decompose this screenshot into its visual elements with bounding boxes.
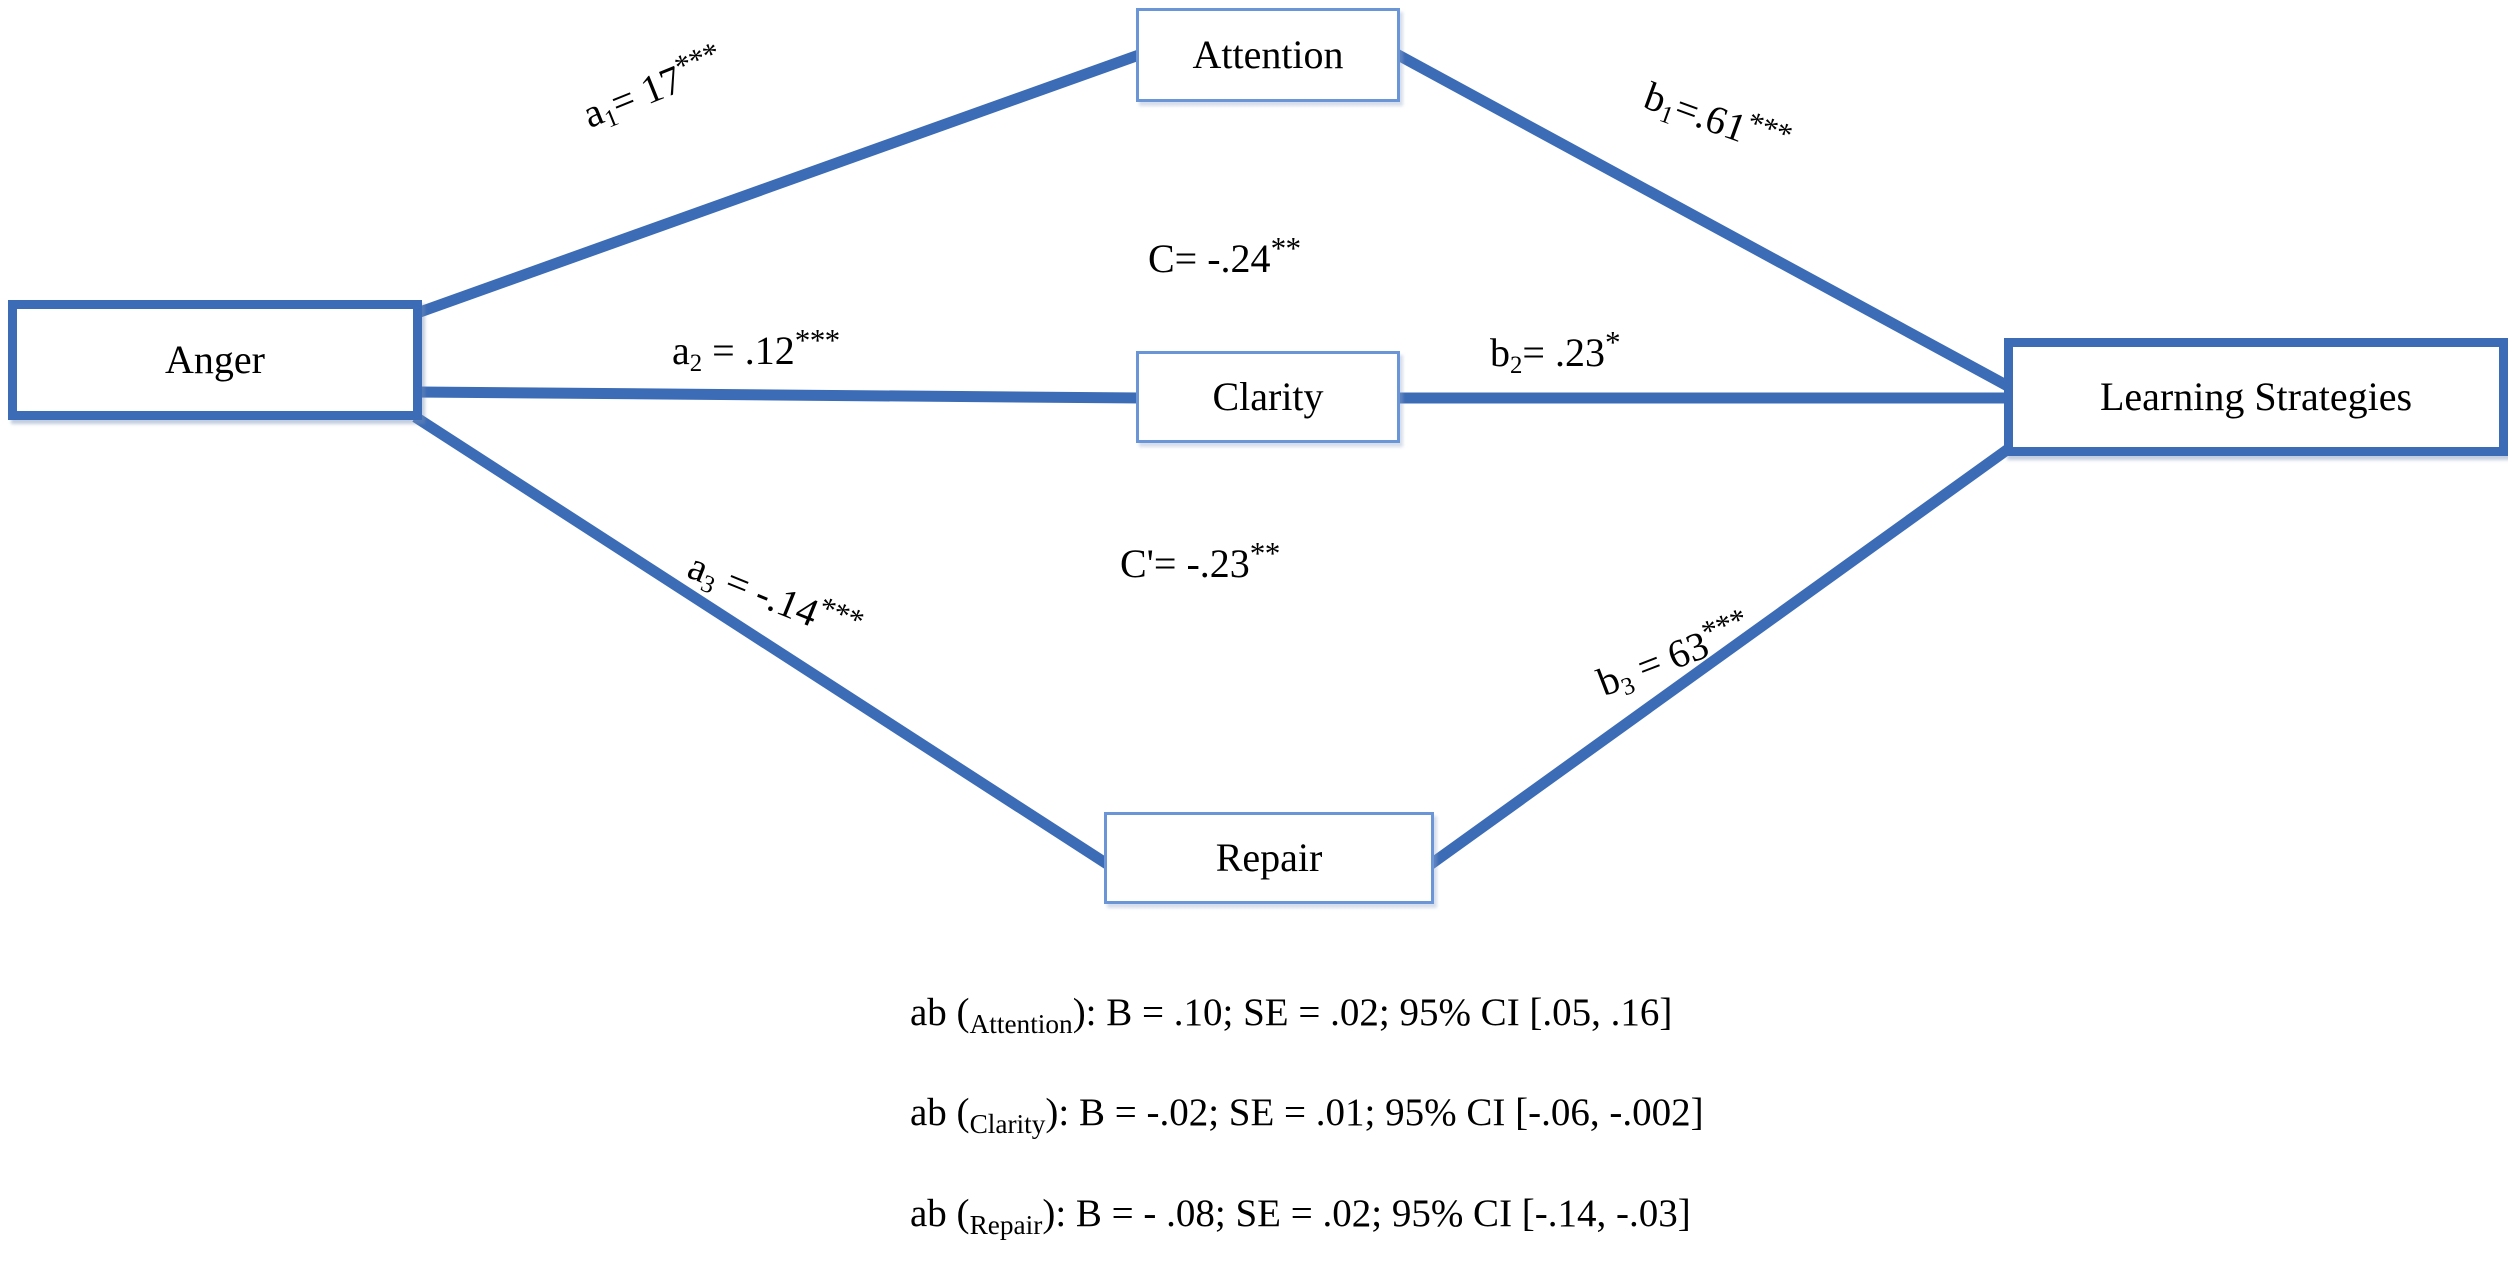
coefficient-a1: a1= 17*** — [575, 35, 731, 140]
coefficient-b2-name: b — [1490, 330, 1510, 376]
indirect-effect-clarity-stats: ): B = -.02; SE = .01; 95% CI [-.06, -.0… — [1045, 1091, 1704, 1134]
coefficient-b1: b1=.61*** — [1637, 70, 1797, 170]
indirect-effect-attention-prefix: ab ( — [910, 991, 970, 1034]
coefficient-a3-value: = -.14 — [719, 557, 825, 636]
coefficient-a3: a3 = -.14*** — [681, 540, 869, 656]
node-repair[interactable]: Repair — [1104, 812, 1434, 904]
indirect-effect-clarity: ab (Clarity): B = -.02; SE = .01; 95% CI… — [910, 1093, 1704, 1138]
node-attention-label: Attention — [1192, 32, 1344, 77]
node-learning-strategies-label: Learning Strategies — [2099, 374, 2413, 419]
indirect-effect-repair: ab (Repair): B = - .08; SE = .02; 95% CI… — [910, 1194, 1691, 1239]
total-effect-value: C= -.24 — [1148, 236, 1271, 282]
coefficient-a2-subscript: 2 — [689, 350, 703, 378]
direct-effect-label: C'= -.23** — [1120, 538, 1280, 584]
coefficient-b2-value: = .23 — [1522, 330, 1605, 376]
coefficient-a2-stars: *** — [794, 323, 841, 358]
node-attention[interactable]: Attention — [1136, 8, 1400, 102]
node-clarity-label: Clarity — [1212, 374, 1324, 419]
coefficient-b2-subscript: 2 — [1510, 352, 1523, 380]
direct-effect-stars: ** — [1249, 536, 1281, 571]
coefficient-b1-value: =.61 — [1669, 83, 1753, 152]
total-effect-label: C= -.24** — [1148, 233, 1301, 279]
node-clarity[interactable]: Clarity — [1136, 351, 1400, 443]
node-learning-strategies[interactable]: Learning Strategies — [2004, 338, 2508, 456]
direct-effect-value: C'= -.23 — [1120, 541, 1250, 587]
line-anger-repair — [412, 412, 1112, 870]
node-anger[interactable]: Anger — [8, 300, 422, 420]
indirect-effect-attention-stats: ): B = .10; SE = .02; 95% CI [.05, .16] — [1072, 991, 1673, 1034]
indirect-effect-repair-mediator: Repair — [969, 1210, 1043, 1241]
coefficient-a2-name: a — [672, 328, 690, 374]
total-effect-stars: ** — [1270, 231, 1302, 266]
coefficient-b1-stars: *** — [1742, 104, 1797, 153]
indirect-effect-clarity-mediator: Clarity — [969, 1109, 1046, 1140]
coefficient-a2-value: = .12 — [712, 328, 795, 374]
indirect-effect-attention: ab (Attention): B = .10; SE = .02; 95% C… — [910, 993, 1672, 1038]
node-repair-label: Repair — [1215, 835, 1323, 880]
coefficient-b2: b2= .23* — [1490, 325, 1621, 380]
indirect-effect-clarity-prefix: ab ( — [910, 1091, 970, 1134]
indirect-effect-attention-mediator: Attention — [969, 1009, 1073, 1040]
coefficient-a2: a2 = .12*** — [672, 325, 840, 377]
coefficient-b2-stars: * — [1604, 325, 1621, 360]
line-anger-clarity — [414, 386, 1142, 404]
coefficient-b3: b3 = 63*** — [1590, 601, 1758, 709]
node-anger-label: Anger — [165, 337, 265, 382]
indirect-effect-repair-stats: ): B = - .08; SE = .02; 95% CI [-.14, -.… — [1042, 1192, 1691, 1235]
indirect-effect-repair-prefix: ab ( — [910, 1192, 970, 1235]
line-anger-attention — [412, 48, 1144, 320]
